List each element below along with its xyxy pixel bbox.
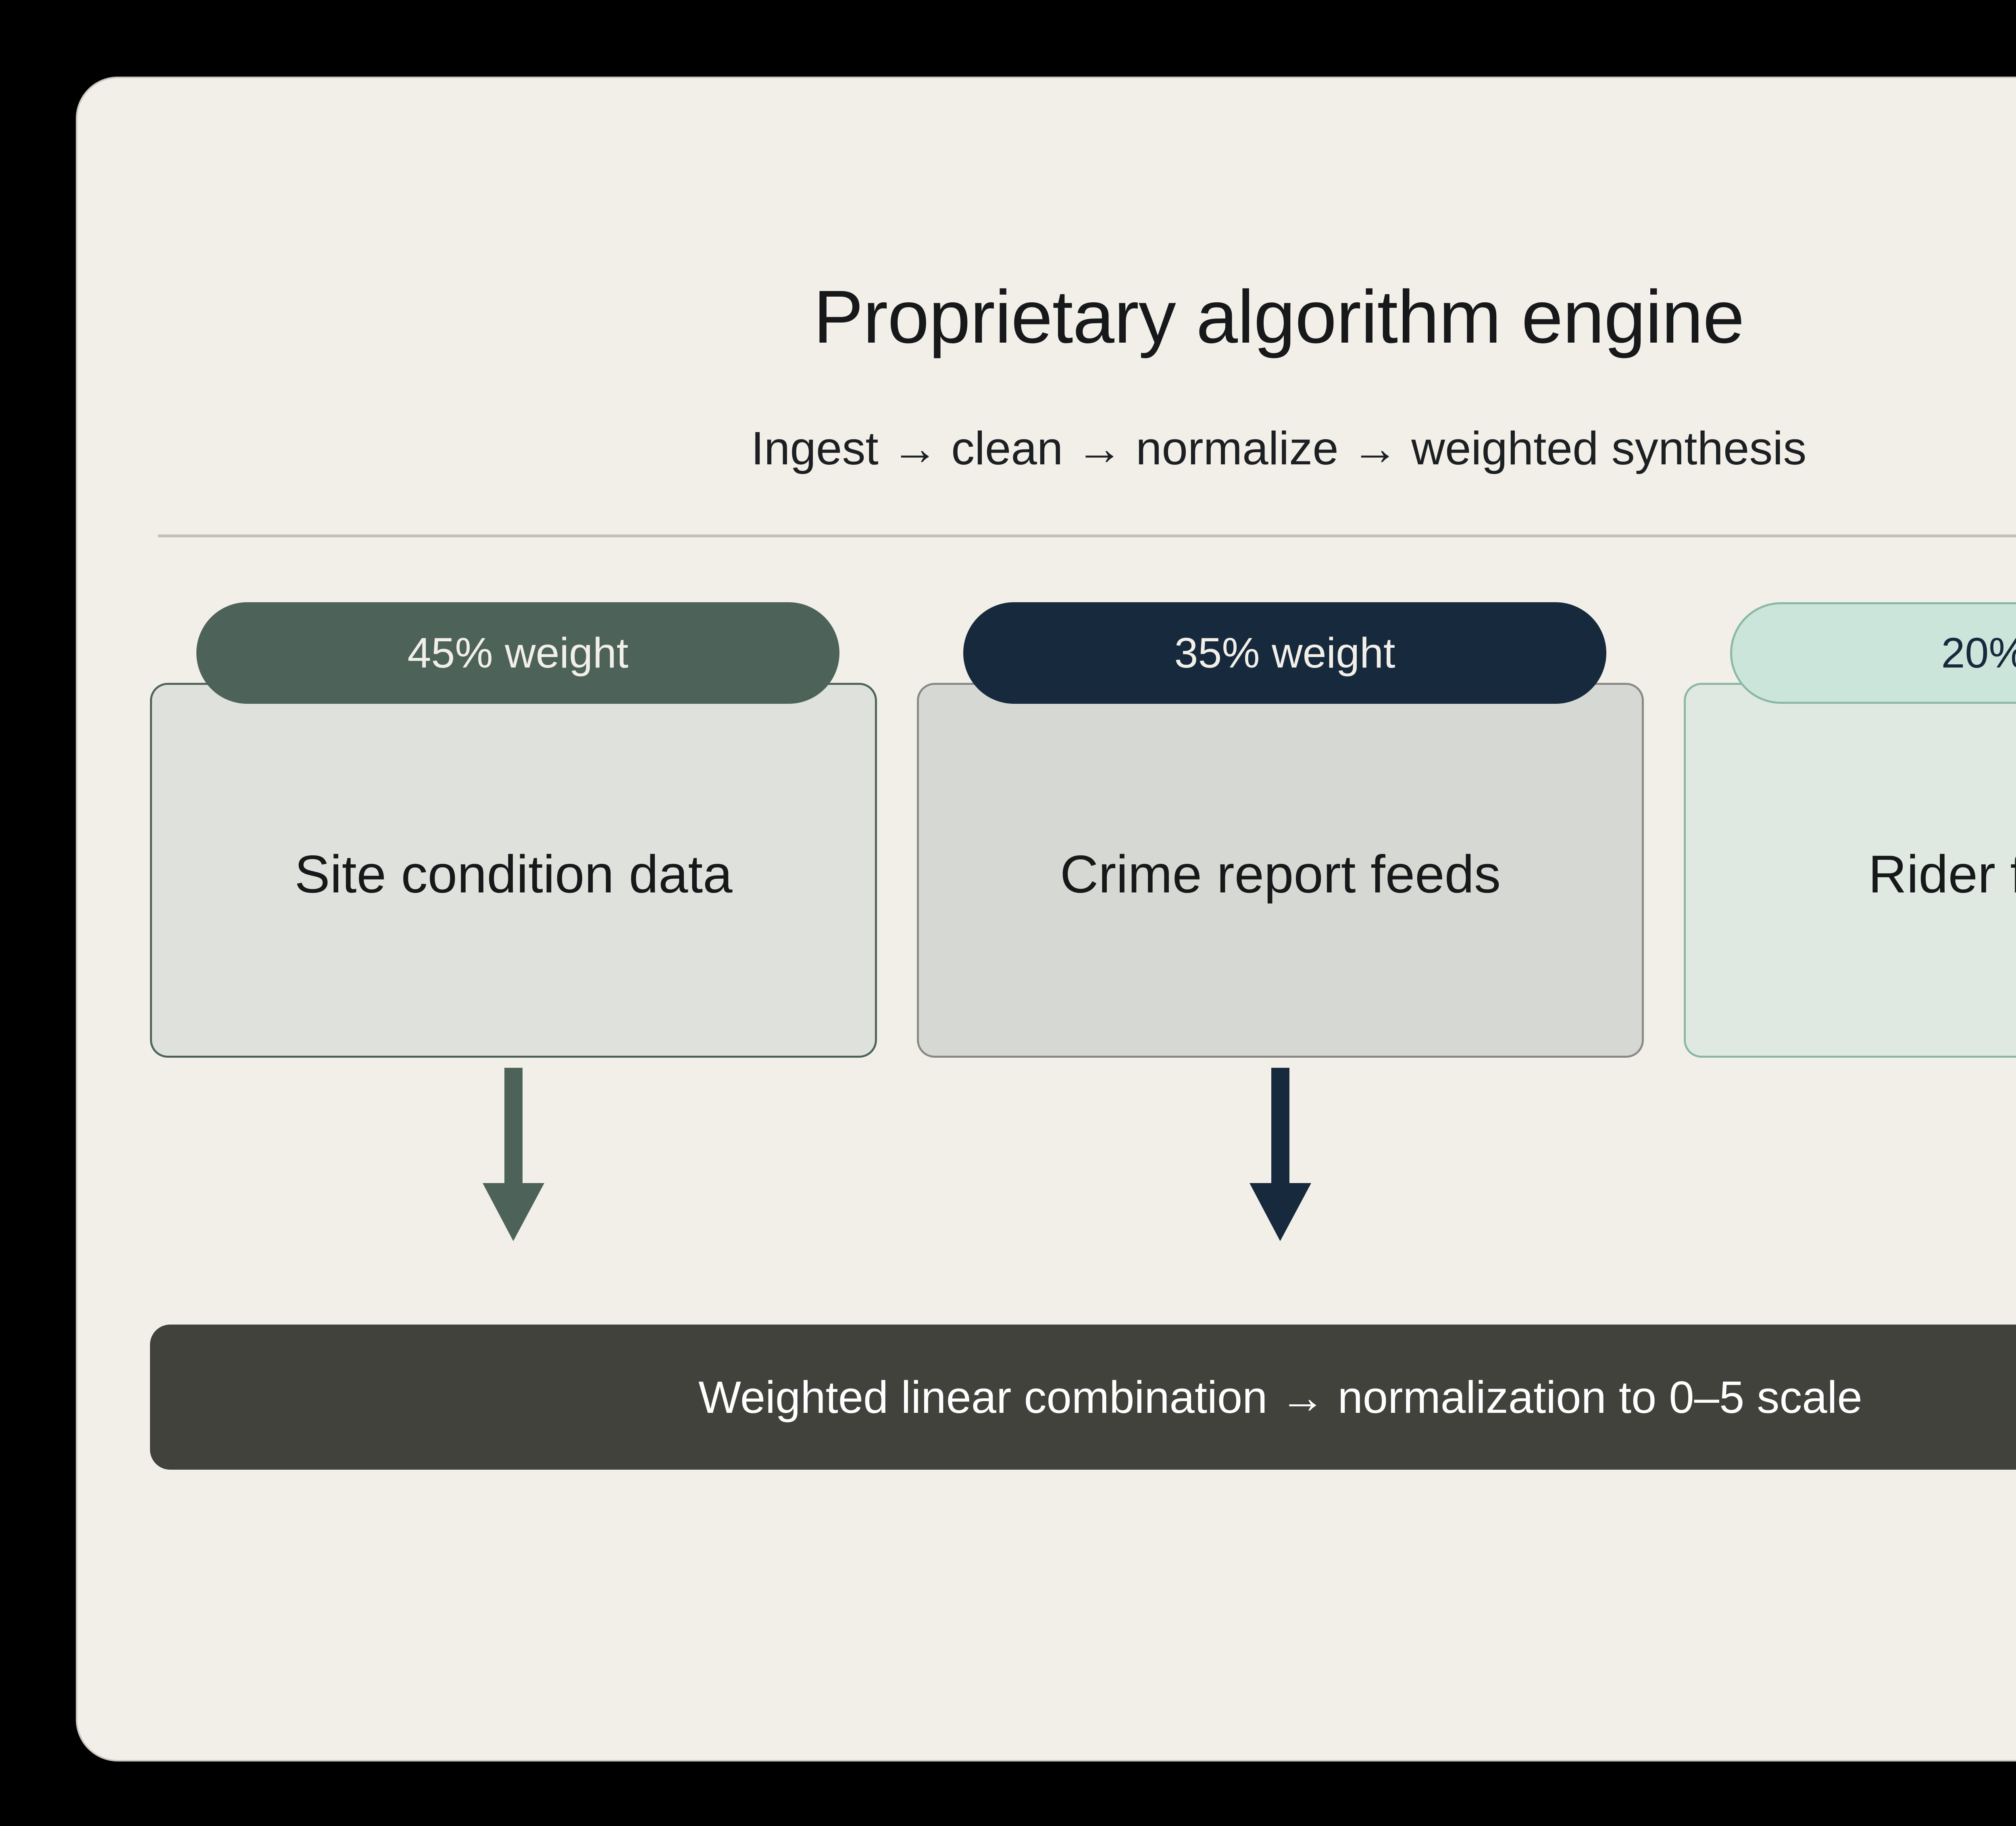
source-column-1: 35% weight Crime report feeds xyxy=(917,602,1644,1058)
down-arrow-icon-0 xyxy=(483,1068,544,1241)
flow-arrow-1 xyxy=(917,1068,1644,1241)
header-divider xyxy=(158,534,2016,537)
weight-badge-2[interactable]: 20% weight xyxy=(1730,602,2016,704)
source-card-label-2: Rider feedback xyxy=(1868,844,2016,904)
page-title: Proprietary algorithm engine xyxy=(813,275,1745,359)
source-columns: 45% weight Site condition data 35% weigh… xyxy=(150,602,2016,1058)
source-card-label-0: Site condition data xyxy=(294,844,733,904)
weight-badge-label-2: 20% weight xyxy=(1941,629,2016,677)
weight-badge-1[interactable]: 35% weight xyxy=(963,602,1606,704)
flow-arrows xyxy=(150,1068,2016,1241)
down-arrow-icon-1 xyxy=(1250,1068,1311,1241)
down-arrow-icon-2 xyxy=(1684,1068,2016,1241)
flow-arrow-0 xyxy=(150,1068,877,1241)
source-column-2: 20% weight Rider feedback xyxy=(1684,602,2016,1058)
pipeline-subtitle: Ingest → clean → normalize → weighted sy… xyxy=(751,422,1807,474)
flow-arrow-2 xyxy=(1684,1068,2016,1241)
weight-badge-label-0: 45% weight xyxy=(407,629,629,677)
output-bar: Weighted linear combination → normalizat… xyxy=(150,1325,2016,1470)
algorithm-engine-panel: Proprietary algorithm engine Ingest → cl… xyxy=(76,77,2016,1762)
source-column-0: 45% weight Site condition data xyxy=(150,602,877,1058)
output-bar-label: Weighted linear combination → normalizat… xyxy=(698,1372,1862,1423)
source-card-label-1: Crime report feeds xyxy=(1060,844,1501,904)
weight-badge-label-1: 35% weight xyxy=(1174,629,1395,677)
weight-badge-0[interactable]: 45% weight xyxy=(196,602,839,704)
source-card-1[interactable]: Crime report feeds xyxy=(917,683,1644,1058)
source-card-2[interactable]: Rider feedback xyxy=(1684,683,2016,1058)
source-card-0[interactable]: Site condition data xyxy=(150,683,877,1058)
